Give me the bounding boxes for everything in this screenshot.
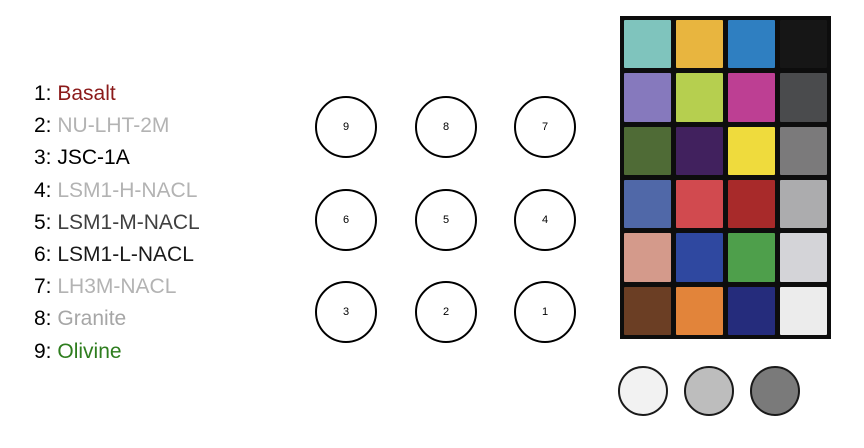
color-swatch-20 (780, 233, 827, 282)
color-swatch-19 (728, 233, 775, 282)
legend-item-6: 6: LSM1-L-NACL (34, 239, 200, 271)
color-swatch-15 (728, 179, 775, 229)
color-swatch-10 (676, 126, 723, 175)
sample-circle-9: 9 (315, 96, 377, 158)
color-swatch-18 (676, 233, 723, 282)
legend-label: LH3M-NACL (57, 275, 177, 299)
gray-reference-light (618, 366, 668, 416)
legend-label: Basalt (57, 82, 116, 105)
legend-item-2: 2: NU-LHT-2M (34, 110, 200, 142)
legend-number: 7: (34, 275, 52, 299)
legend-label: Olivine (57, 339, 122, 363)
legend-label: LSM1-H-NACL (57, 178, 198, 202)
color-swatch-22 (676, 286, 723, 335)
sample-legend: 1: Basalt 2: NU-LHT-2M 3: JSC-1A 4: LSM1… (34, 78, 200, 368)
legend-item-5: 5: LSM1-M-NACL (34, 207, 200, 239)
color-checker-chart (620, 16, 831, 339)
sample-circle-3: 3 (315, 281, 377, 343)
sample-circle-4: 4 (514, 189, 576, 251)
gray-reference-dark (750, 366, 800, 416)
color-swatch-14 (676, 179, 723, 229)
color-swatch-6 (676, 73, 723, 122)
sample-circle-1: 1 (514, 281, 576, 343)
legend-label: LSM1-L-NACL (57, 243, 194, 267)
sample-circle-6: 6 (315, 189, 377, 251)
legend-number: 4: (34, 178, 52, 202)
legend-item-8: 8: Granite (34, 303, 200, 335)
sample-circle-8: 8 (415, 96, 477, 158)
color-swatch-1 (624, 20, 671, 69)
color-swatch-16 (780, 179, 827, 229)
gray-reference-medium (684, 366, 734, 416)
legend-item-9: 9: Olivine (34, 336, 200, 368)
legend-label: Granite (57, 307, 127, 331)
color-swatch-5 (624, 73, 671, 122)
legend-number: 5: (34, 210, 52, 234)
color-swatch-3 (728, 20, 775, 69)
legend-label: JSC-1A (57, 146, 130, 170)
color-swatch-4 (780, 20, 827, 69)
color-swatch-9 (624, 126, 671, 175)
color-swatch-8 (780, 73, 827, 122)
legend-item-3: 3: JSC-1A (34, 142, 200, 174)
color-swatch-24 (780, 286, 827, 335)
color-swatch-13 (624, 179, 671, 229)
legend-number: 9: (34, 339, 52, 363)
color-swatch-11 (728, 126, 775, 175)
legend-label: LSM1-M-NACL (57, 210, 200, 234)
legend-item-4: 4: LSM1-H-NACL (34, 175, 200, 207)
sample-circle-5: 5 (415, 189, 477, 251)
legend-number: 2: (34, 114, 52, 138)
color-swatch-23 (728, 286, 775, 335)
legend-item-7: 7: LH3M-NACL (34, 271, 200, 303)
color-swatch-17 (624, 233, 671, 282)
color-swatch-12 (780, 126, 827, 175)
legend-number: 8: (34, 307, 52, 331)
legend-label: NU-LHT-2M (57, 114, 170, 138)
color-swatch-7 (728, 73, 775, 122)
color-swatch-21 (624, 286, 671, 335)
legend-number: 1: (34, 82, 52, 105)
color-swatch-2 (676, 20, 723, 69)
sample-circle-7: 7 (514, 96, 576, 158)
legend-number: 6: (34, 243, 52, 267)
legend-item-1: 1: Basalt (34, 78, 200, 110)
legend-number: 3: (34, 146, 52, 170)
sample-circle-2: 2 (415, 281, 477, 343)
